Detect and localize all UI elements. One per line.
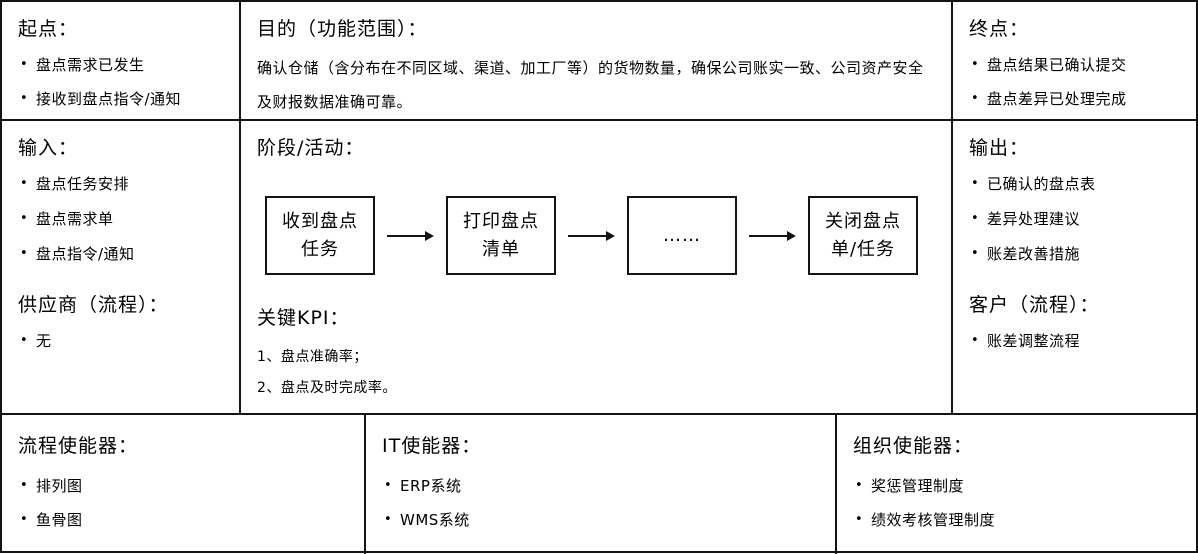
input-items: 盘点任务安排 盘点需求单 盘点指令/通知 [18,174,223,264]
list-item: 奖惩管理制度 [853,476,1180,496]
list-item: 盘点指令/通知 [18,244,223,264]
activities-title: 阶段/活动： [257,137,365,159]
list-item: 绩效考核管理制度 [853,510,1180,530]
flow-step-label: 打印盘点 清单 [463,210,539,260]
flow-step-receive-task: 收到盘点 任务 [265,196,375,275]
list-item: 盘点结果已确认提交 [969,55,1180,75]
flow-step-label: 关闭盘点 单/任务 [825,210,901,260]
activity-flow: 收到盘点 任务 打印盘点 清单 …… 关闭盘点 单/任务 [265,196,935,275]
supplier-title: 供应商（流程）： [18,294,169,316]
purpose-title: 目的（功能范围）： [257,18,428,40]
flow-step-ellipsis: …… [627,196,737,275]
list-item: 账差调整流程 [969,331,1180,351]
kpi-item: 1、盘点准确率； [257,349,368,365]
list-item: 盘点需求单 [18,209,223,229]
it-enabler-cell: IT使能器： ERP系统 WMS系统 [366,415,837,554]
customer-block: 客户（流程）： 账差调整流程 [969,290,1180,351]
list-item: 已确认的盘点表 [969,174,1180,194]
kpi-title: 关键KPI： [257,307,350,329]
list-item: 盘点差异已处理完成 [969,89,1180,109]
list-item: 排列图 [18,476,348,496]
it-enabler-items: ERP系统 WMS系统 [382,476,819,530]
row-middle: 输入： 盘点任务安排 盘点需求单 盘点指令/通知 供应商（流程）： 无 阶段/活… [2,121,1196,415]
kpi-block: 关键KPI： 1、盘点准确率； 2、盘点及时完成率。 [257,303,935,404]
process-enabler-title: 流程使能器： [18,435,139,457]
list-item: 无 [18,331,223,351]
output-cell: 输出： 已确认的盘点表 差异处理建议 账差改善措施 客户（流程）： 账差调整流程 [953,121,1196,413]
list-item: 盘点任务安排 [18,174,223,194]
customer-items: 账差调整流程 [969,331,1180,351]
kpi-item: 2、盘点及时完成率。 [257,380,397,396]
list-item: 盘点需求已发生 [18,55,223,75]
list-item: 接收到盘点指令/通知 [18,89,223,109]
start-items: 盘点需求已发生 接收到盘点指令/通知 [18,55,223,109]
org-enabler-title: 组织使能器： [853,435,974,457]
flow-step-print-list: 打印盘点 清单 [446,196,556,275]
customer-title: 客户（流程）： [969,294,1100,316]
list-item: 差异处理建议 [969,209,1180,229]
arrow-right-icon [749,230,796,241]
flow-step-label: …… [663,224,701,246]
input-title: 输入： [18,137,79,159]
output-title: 输出： [969,137,1030,159]
list-item: 账差改善措施 [969,244,1180,264]
input-cell: 输入： 盘点任务安排 盘点需求单 盘点指令/通知 供应商（流程）： 无 [2,121,241,413]
org-enabler-items: 奖惩管理制度 绩效考核管理制度 [853,476,1180,530]
purpose-body: 确认仓储（含分布在不同区域、渠道、加工厂等）的货物数量，确保公司账实一致、公司资… [257,59,924,111]
list-item: ERP系统 [382,476,819,496]
flow-step-label: 收到盘点 任务 [282,210,358,260]
list-item: WMS系统 [382,510,819,530]
row-bottom: 流程使能器： 排列图 鱼骨图 IT使能器： ERP系统 WMS系统 组织使能器：… [2,415,1196,554]
list-item: 鱼骨图 [18,510,348,530]
process-enabler-cell: 流程使能器： 排列图 鱼骨图 [2,415,366,554]
purpose-cell: 目的（功能范围）： 确认仓储（含分布在不同区域、渠道、加工厂等）的货物数量，确保… [241,2,953,119]
supplier-block: 供应商（流程）： 无 [18,290,223,351]
activities-cell: 阶段/活动： 收到盘点 任务 打印盘点 清单 …… 关闭盘点 单/任务 [241,121,953,413]
org-enabler-cell: 组织使能器： 奖惩管理制度 绩效考核管理制度 [837,415,1196,554]
arrow-right-icon [568,230,615,241]
start-title: 起点： [18,18,79,40]
it-enabler-title: IT使能器： [382,435,482,457]
end-cell: 终点： 盘点结果已确认提交 盘点差异已处理完成 [953,2,1196,119]
end-items: 盘点结果已确认提交 盘点差异已处理完成 [969,55,1180,109]
output-items: 已确认的盘点表 差异处理建议 账差改善措施 [969,174,1180,264]
arrow-right-icon [387,230,434,241]
supplier-items: 无 [18,331,223,351]
kpi-items: 1、盘点准确率； 2、盘点及时完成率。 [257,342,935,404]
start-cell: 起点： 盘点需求已发生 接收到盘点指令/通知 [2,2,241,119]
end-title: 终点： [969,18,1030,40]
process-enabler-items: 排列图 鱼骨图 [18,476,348,530]
flow-step-close-task: 关闭盘点 单/任务 [808,196,918,275]
row-top: 起点： 盘点需求已发生 接收到盘点指令/通知 目的（功能范围）： 确认仓储（含分… [2,2,1196,121]
